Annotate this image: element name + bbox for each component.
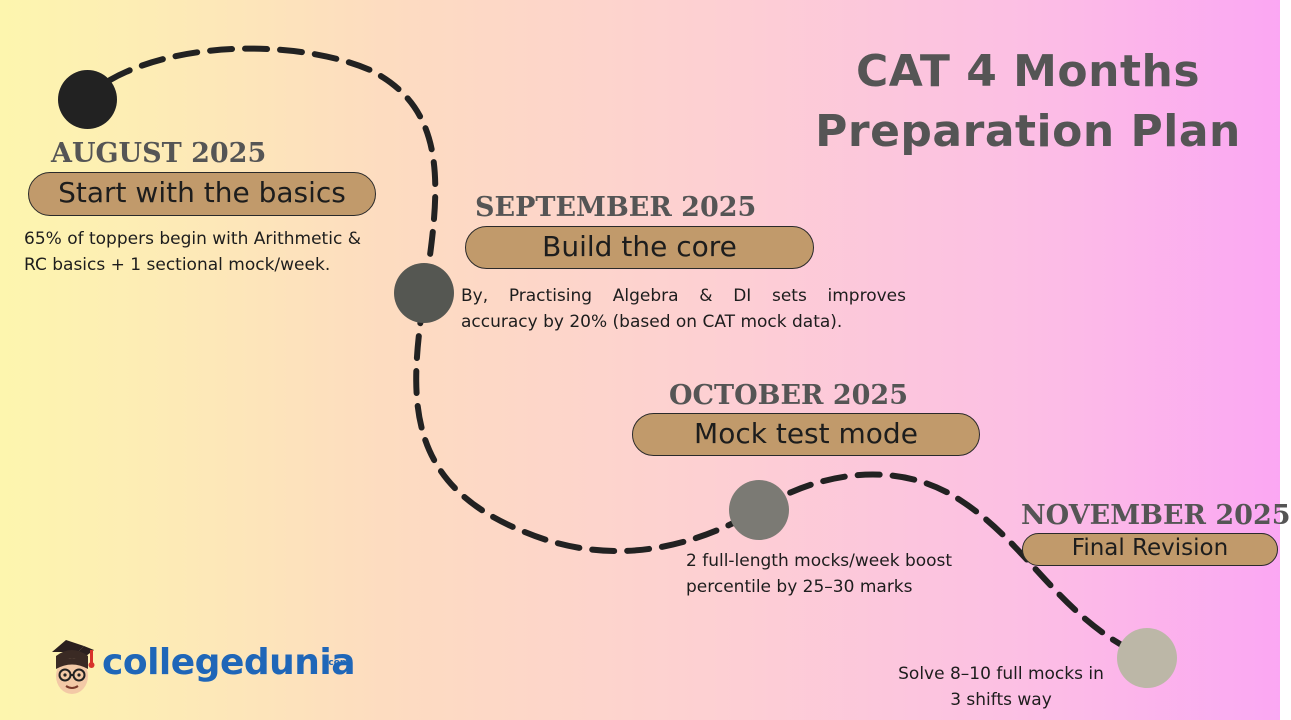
collegedunia-logo: collegedunia .com (48, 638, 356, 698)
milestone-label-august: Start with the basics (28, 172, 376, 216)
milestone-label-november: Final Revision (1022, 533, 1278, 566)
description-line: RC basics + 1 sectional mock/week. (24, 255, 331, 275)
timeline-node-august (58, 70, 117, 129)
description-line: Solve 8–10 full mocks in (898, 664, 1104, 684)
timeline-node-september (394, 263, 454, 323)
milestone-description-november: Solve 8–10 full mocks in 3 shifts way (886, 661, 1116, 713)
milestone-description-october: 2 full-length mocks/week boost percentil… (686, 548, 986, 600)
description-line: 65% of toppers begin with Arithmetic & (24, 229, 361, 249)
description-line: percentile by 25–30 marks (686, 577, 913, 597)
description-line: By, Practising Algebra & DI sets improve… (461, 286, 906, 306)
mascot-icon (52, 640, 95, 694)
timeline-node-november (1117, 628, 1177, 688)
page-title: CAT 4 Months Preparation Plan (800, 42, 1256, 162)
logo-suffix: .com (325, 658, 350, 668)
milestone-label-september: Build the core (465, 226, 814, 269)
title-line-2: Preparation Plan (815, 106, 1241, 157)
milestone-description-august: 65% of toppers begin with Arithmetic & R… (24, 226, 394, 278)
timeline-node-october (729, 480, 789, 540)
title-line-1: CAT 4 Months (855, 46, 1201, 97)
description-line: 2 full-length mocks/week boost (686, 551, 953, 571)
milestone-month-august: AUGUST 2025 (51, 138, 267, 169)
description-line: 3 shifts way (950, 690, 1052, 710)
milestone-description-september: By, Practising Algebra & DI sets improve… (461, 283, 906, 335)
milestone-month-november: NOVEMBER 2025 (1021, 500, 1291, 531)
milestone-label-october: Mock test mode (632, 413, 980, 456)
description-line: accuracy by 20% (based on CAT mock data)… (461, 312, 843, 332)
milestone-month-october: OCTOBER 2025 (669, 380, 909, 411)
logo-wordmark: collegedunia (102, 642, 356, 683)
milestone-month-september: SEPTEMBER 2025 (475, 192, 757, 223)
dashed-timeline-line (107, 45, 1150, 661)
